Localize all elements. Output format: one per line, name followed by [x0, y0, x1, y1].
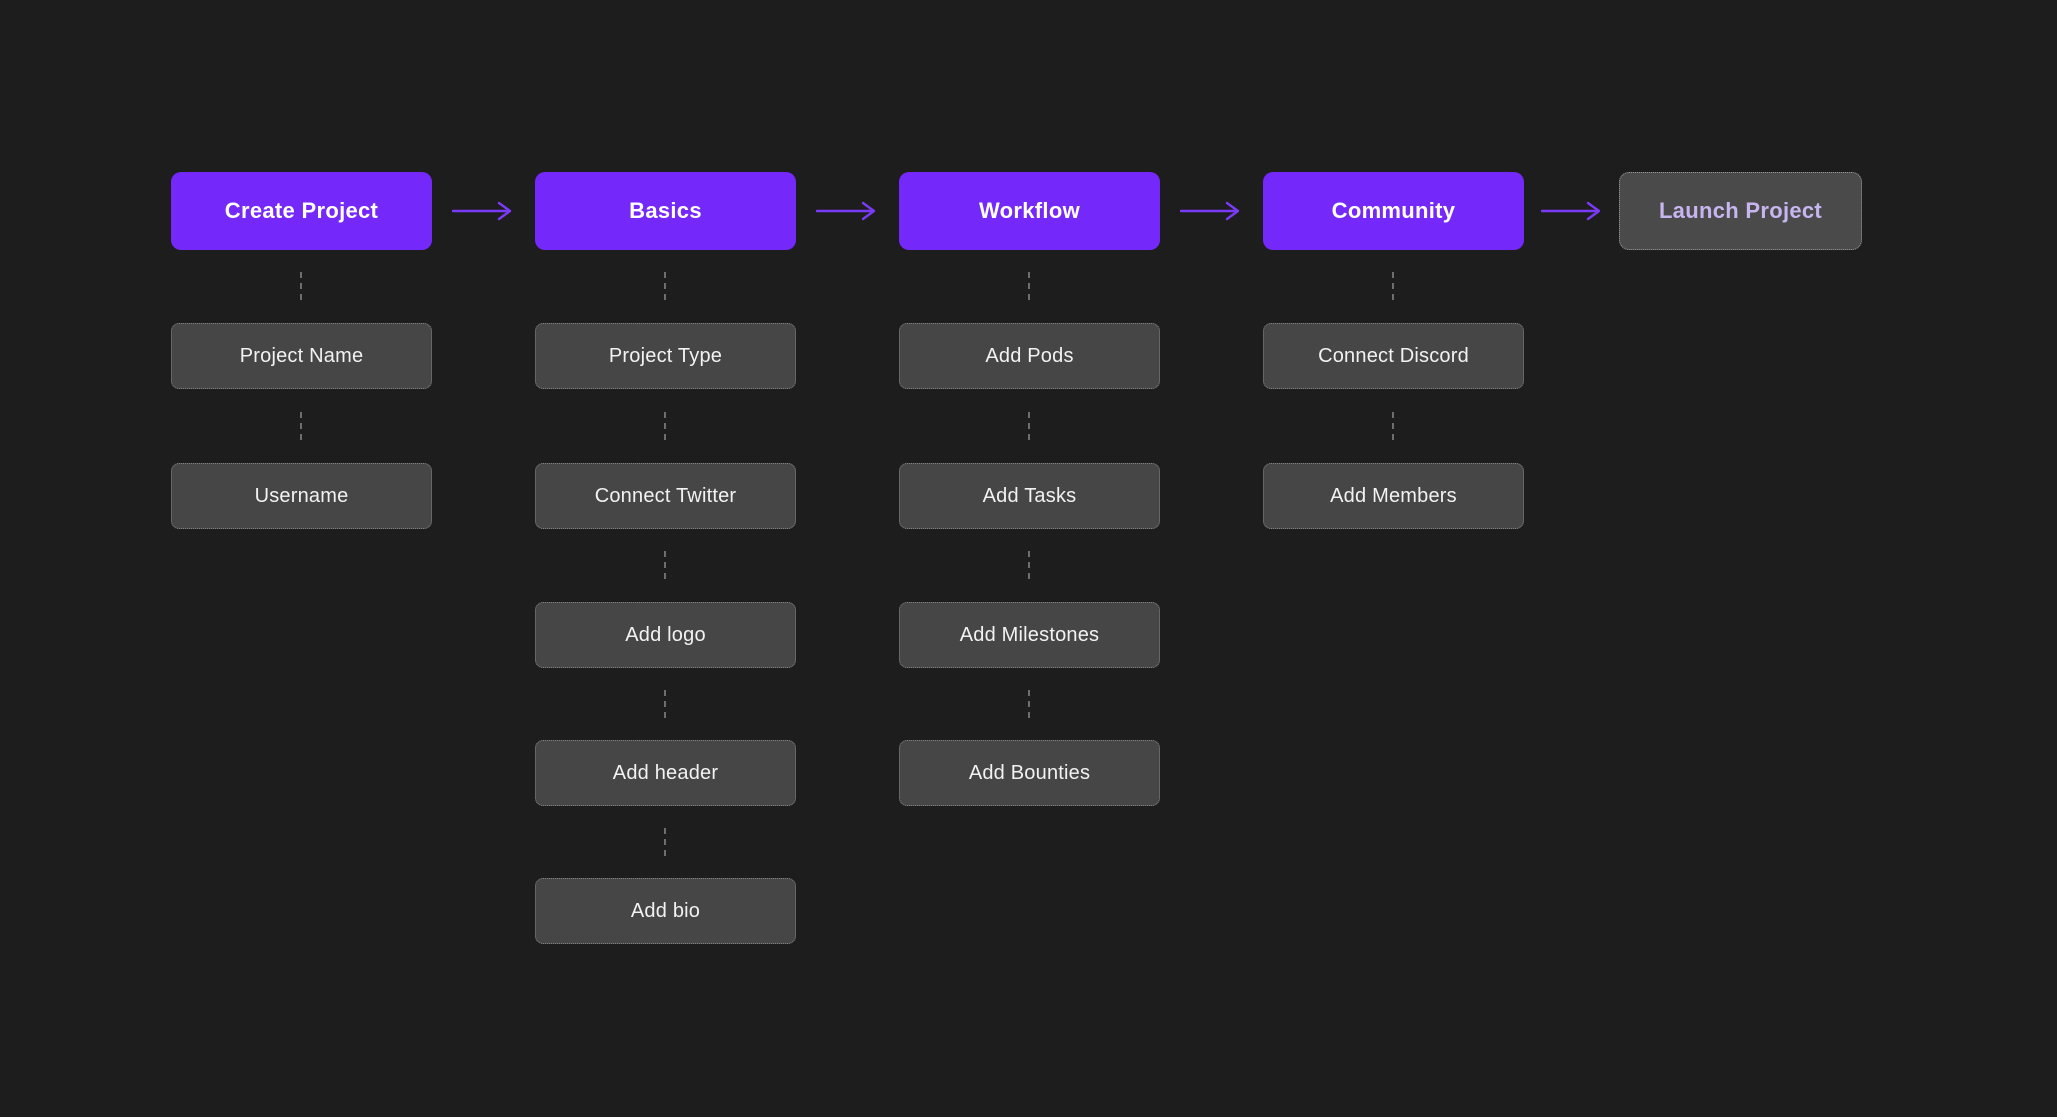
stage-label: Basics	[629, 198, 702, 223]
step-node-project-type[interactable]: Project Type	[535, 323, 796, 389]
step-node-add-tasks[interactable]: Add Tasks	[899, 463, 1160, 529]
connector-line	[664, 828, 666, 856]
step-node-add-members[interactable]: Add Members	[1263, 463, 1524, 529]
stage-label: Community	[1331, 198, 1456, 223]
step-label: Add Milestones	[959, 623, 1100, 646]
step-node-project-name[interactable]: Project Name	[171, 323, 432, 389]
step-label: Add bio	[630, 899, 701, 922]
step-label: Add Members	[1330, 484, 1457, 507]
stage-node-community[interactable]: Community	[1263, 172, 1524, 250]
step-label: Add Tasks	[982, 484, 1077, 507]
step-label: Add Pods	[985, 344, 1074, 367]
stage-node-basics[interactable]: Basics	[535, 172, 796, 250]
stage-node-launch-project[interactable]: Launch Project	[1619, 172, 1862, 250]
connector-line	[1028, 412, 1030, 440]
step-node-add-pods[interactable]: Add Pods	[899, 323, 1160, 389]
step-node-connect-twitter[interactable]: Connect Twitter	[535, 463, 796, 529]
connector-line	[664, 690, 666, 718]
stage-label: Launch Project	[1658, 198, 1823, 223]
step-label: Connect Twitter	[594, 484, 737, 507]
connector-line	[1028, 551, 1030, 579]
connector-line	[1392, 412, 1394, 440]
step-label: Project Type	[608, 344, 723, 367]
step-label: Add header	[612, 761, 719, 784]
step-node-username[interactable]: Username	[171, 463, 432, 529]
step-node-add-milestones[interactable]: Add Milestones	[899, 602, 1160, 668]
stage-label: Create Project	[224, 198, 379, 223]
step-node-add-bounties[interactable]: Add Bounties	[899, 740, 1160, 806]
connector-line	[664, 551, 666, 579]
connector-line	[1028, 690, 1030, 718]
step-label: Project Name	[239, 344, 364, 367]
right-arrow-icon	[452, 199, 514, 223]
step-label: Add logo	[625, 623, 706, 646]
step-label: Connect Discord	[1318, 344, 1469, 367]
right-arrow-icon	[816, 199, 878, 223]
step-label: Username	[254, 484, 349, 507]
right-arrow-icon	[1180, 199, 1242, 223]
step-node-add-logo[interactable]: Add logo	[535, 602, 796, 668]
connector-line	[664, 412, 666, 440]
connector-line	[1392, 272, 1394, 300]
connector-line	[664, 272, 666, 300]
step-node-add-header[interactable]: Add header	[535, 740, 796, 806]
right-arrow-icon	[1541, 199, 1603, 223]
stage-node-create-project[interactable]: Create Project	[171, 172, 432, 250]
connector-line	[300, 412, 302, 440]
step-node-connect-discord[interactable]: Connect Discord	[1263, 323, 1524, 389]
stage-node-workflow[interactable]: Workflow	[899, 172, 1160, 250]
step-node-add-bio[interactable]: Add bio	[535, 878, 796, 944]
connector-line	[300, 272, 302, 300]
stage-label: Workflow	[979, 198, 1080, 223]
step-label: Add Bounties	[968, 761, 1091, 784]
connector-line	[1028, 272, 1030, 300]
